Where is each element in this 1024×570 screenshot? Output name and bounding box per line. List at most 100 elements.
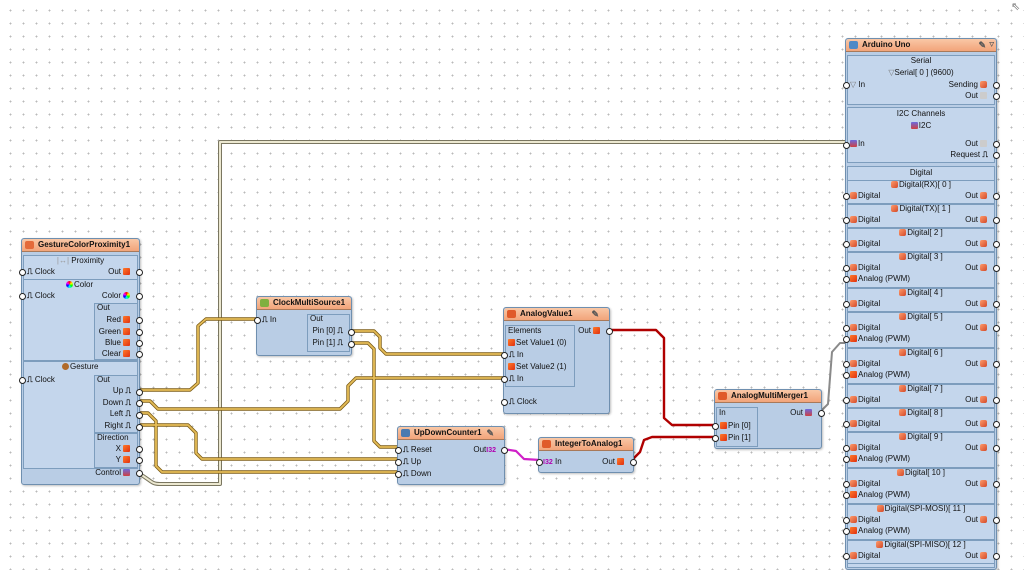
left-out-pin[interactable] — [136, 412, 143, 419]
right-out-pin[interactable] — [136, 424, 143, 431]
set-value1-in-pin[interactable] — [501, 352, 508, 359]
clock-icon: ⎍ — [509, 350, 515, 359]
proximity-clock-pin[interactable] — [19, 269, 26, 276]
counter-up-pin[interactable] — [395, 459, 402, 466]
int-to-analog-in-pin[interactable] — [536, 459, 543, 466]
blue-out-pin[interactable] — [136, 340, 143, 347]
counter-reset-pin[interactable] — [395, 447, 402, 454]
analog-multi-merger-component[interactable]: AnalogMultiMerger1 In Pin [0] Pin [1] Ou… — [712, 389, 825, 449]
digital-pin-title: Digital[ 7 ] — [846, 384, 996, 394]
digital-icon — [850, 240, 857, 247]
up-out-pin[interactable] — [136, 389, 143, 396]
digital-icon — [980, 192, 987, 199]
counter-out-pin[interactable] — [501, 447, 508, 454]
down-out-pin[interactable] — [136, 400, 143, 407]
digital-out-pin[interactable] — [993, 193, 1000, 200]
merger-out-pin[interactable] — [818, 410, 825, 417]
analog-value-clock-pin[interactable] — [501, 399, 508, 406]
clock-source-in-pin[interactable] — [254, 317, 261, 324]
clock-source-out-label: Out — [310, 314, 323, 323]
digital-out-pin[interactable] — [993, 241, 1000, 248]
digital-in-pin[interactable] — [843, 193, 850, 200]
clear-out-pin[interactable] — [136, 351, 143, 358]
digital-in-pin[interactable] — [843, 325, 850, 332]
digital-out-pin[interactable] — [993, 265, 1000, 272]
digital-in-pin[interactable] — [843, 397, 850, 404]
digital-out-pin[interactable] — [993, 361, 1000, 368]
proximity-out-pin[interactable] — [136, 269, 143, 276]
gesture-title-bar[interactable]: GestureColorProximity1 — [22, 239, 139, 252]
digital-out-pin[interactable] — [993, 301, 1000, 308]
analog-value-out-pin[interactable] — [606, 328, 613, 335]
clock-icon: ⎍ — [125, 398, 131, 407]
y-out-pin[interactable] — [136, 457, 143, 464]
x-out-pin[interactable] — [136, 446, 143, 453]
int-to-analog-out-pin[interactable] — [630, 459, 637, 466]
digital-icon — [980, 552, 987, 559]
counter-down-pin[interactable] — [395, 471, 402, 478]
analog-pwm-pin[interactable] — [843, 336, 850, 343]
digital-in-pin[interactable] — [843, 241, 850, 248]
digital-in-pin[interactable] — [843, 553, 850, 560]
set-value2-in-pin[interactable] — [501, 376, 508, 383]
digital-in-pin[interactable] — [843, 217, 850, 224]
analog-pwm-pin[interactable] — [843, 276, 850, 283]
merger-pin1[interactable] — [712, 435, 719, 442]
digital-in-pin[interactable] — [843, 361, 850, 368]
clock-source-pin1[interactable] — [348, 341, 355, 348]
arduino-uno-component[interactable]: Arduino Uno ✎ ▽ Serial ▽Serial[ 0 ] (960… — [843, 38, 1000, 570]
int-to-analog-title-bar[interactable]: IntegerToAnalog1 — [539, 438, 633, 451]
green-out-pin[interactable] — [136, 329, 143, 336]
i2c-out-pin[interactable] — [993, 141, 1000, 148]
digital-in-pin[interactable] — [843, 445, 850, 452]
analog-pwm-pin[interactable] — [843, 456, 850, 463]
analog-pwm-pin[interactable] — [843, 372, 850, 379]
gesture-color-proximity-component[interactable]: GestureColorProximity1 |↔| Proximity ⎍ C… — [19, 238, 143, 485]
serial-in-pin[interactable] — [843, 82, 850, 89]
merger-pin0[interactable] — [712, 423, 719, 430]
wrench-icon[interactable]: ✎ — [978, 40, 986, 50]
serial-out-pin[interactable] — [993, 93, 1000, 100]
arduino-title-bar[interactable]: Arduino Uno ✎ ▽ — [846, 39, 996, 52]
control-pin[interactable] — [136, 470, 143, 477]
gesture-clock-pin[interactable] — [19, 377, 26, 384]
digital-in-pin[interactable] — [843, 517, 850, 524]
chevron-down-icon[interactable]: ▽ — [989, 42, 994, 48]
clock-multisource-component[interactable]: ClockMultiSource1 ⎍ In Out Pin [0] ⎍ Pin… — [254, 296, 355, 356]
digital-pin-title: Digital[ 2 ] — [846, 228, 996, 238]
digital-icon — [980, 264, 987, 271]
digital-out-pin[interactable] — [993, 421, 1000, 428]
analog-value-title-bar[interactable]: AnalogValue1 ✎ — [504, 308, 609, 321]
digital-pin-group — [847, 228, 995, 252]
analog-value-component[interactable]: AnalogValue1 ✎ Out Elements Set Value1 (… — [501, 307, 613, 414]
serial-sending-pin[interactable] — [993, 82, 1000, 89]
analog-icon — [123, 316, 130, 323]
clock-multisource-title-bar[interactable]: ClockMultiSource1 — [257, 297, 351, 310]
digital-in-pin[interactable] — [843, 421, 850, 428]
analog-pwm-pin[interactable] — [843, 492, 850, 499]
digital-in-pin[interactable] — [843, 481, 850, 488]
digital-out-pin[interactable] — [993, 445, 1000, 452]
integer-to-analog-component[interactable]: IntegerToAnalog1 I32 In Out — [536, 437, 637, 473]
digital-in-pin[interactable] — [843, 301, 850, 308]
digital-out-pin[interactable] — [993, 325, 1000, 332]
digital-out-pin[interactable] — [993, 481, 1000, 488]
digital-out-pin[interactable] — [993, 217, 1000, 224]
red-out-pin[interactable] — [136, 317, 143, 324]
analog-pwm-pin[interactable] — [843, 528, 850, 535]
i2c-request-pin[interactable] — [993, 152, 1000, 159]
wrench-icon[interactable]: ✎ — [486, 428, 494, 438]
digital-out-pin[interactable] — [993, 517, 1000, 524]
counter-title-bar[interactable]: UpDownCounter1 ✎ — [398, 427, 504, 440]
merger-title-bar[interactable]: AnalogMultiMerger1 — [715, 390, 821, 403]
clock-source-pin0[interactable] — [348, 329, 355, 336]
digital-out-label: Out — [965, 551, 988, 561]
i2c-in-pin[interactable] — [843, 142, 850, 149]
color-clock-pin[interactable] — [19, 293, 26, 300]
up-down-counter-component[interactable]: UpDownCounter1 ✎ ⎍ Reset ⎍ Up ⎍ Down Out… — [395, 426, 508, 485]
digital-out-pin[interactable] — [993, 397, 1000, 404]
wrench-icon[interactable]: ✎ — [591, 309, 599, 319]
digital-in-pin[interactable] — [843, 265, 850, 272]
color-out-pin[interactable] — [136, 293, 143, 300]
digital-out-pin[interactable] — [993, 553, 1000, 560]
